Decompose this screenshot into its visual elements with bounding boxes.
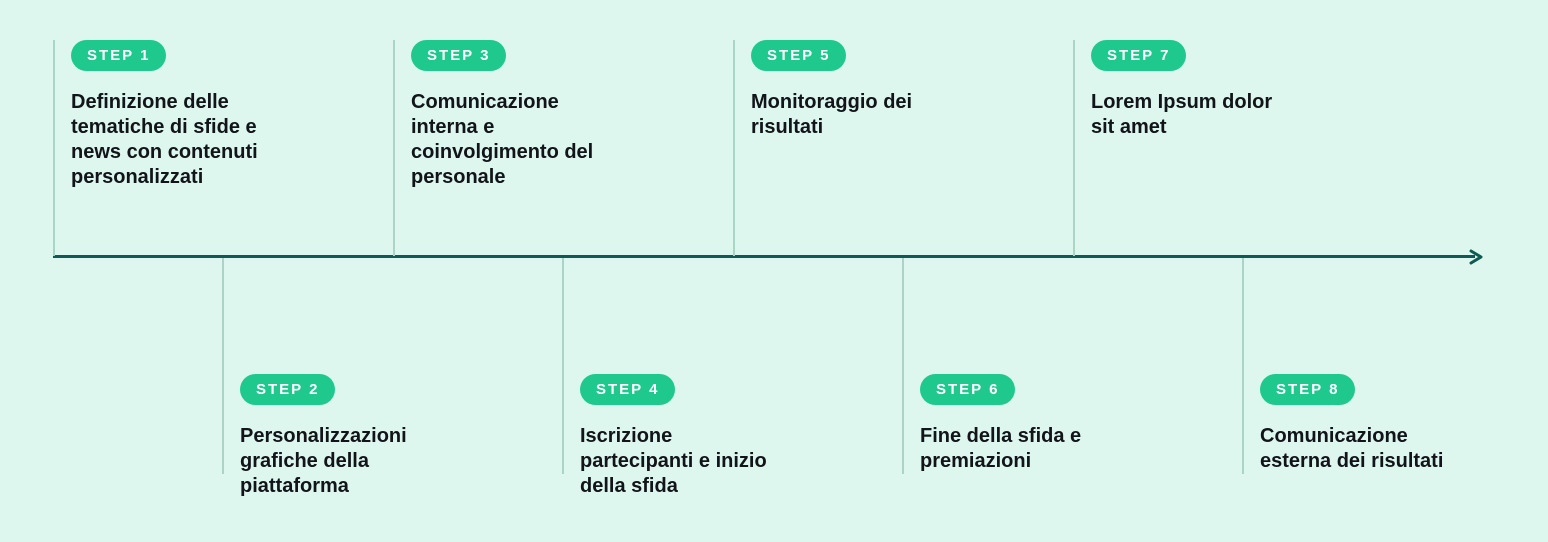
step-divider — [1242, 258, 1244, 474]
step-title: Personalizzazioni grafiche della piattaf… — [240, 425, 407, 497]
step-divider — [53, 40, 55, 256]
step-title: Comunicazione interna e coinvolgimento d… — [411, 91, 594, 188]
step-title: Monitoraggio dei risultati — [751, 91, 913, 138]
step-badge: STEP 8 — [1260, 374, 1356, 405]
step-title: Lorem Ipsum dolor sit amet — [1091, 91, 1273, 138]
step-badge: STEP 6 — [920, 374, 1016, 405]
step-divider — [902, 258, 904, 474]
step-badge: STEP 2 — [240, 374, 336, 405]
arrow-right-icon — [1469, 249, 1483, 265]
step-title: Comunicazione esterna dei risultati — [1260, 425, 1444, 472]
step-divider — [222, 258, 224, 474]
step-divider — [393, 40, 395, 256]
step-divider — [562, 258, 564, 474]
step-title: Fine della sfida e premiazioni — [920, 425, 1082, 472]
step-title: Iscrizione partecipanti e inizio della s… — [580, 425, 767, 497]
step-badge: STEP 5 — [751, 40, 847, 71]
step-badge: STEP 7 — [1091, 40, 1187, 71]
step-badge: STEP 1 — [71, 40, 167, 71]
step-badge: STEP 3 — [411, 40, 507, 71]
timeline-axis — [53, 255, 1475, 258]
step-divider — [733, 40, 735, 256]
step-divider — [1073, 40, 1075, 256]
step-title: Definizione delle tematiche di sfide e n… — [71, 91, 258, 188]
step-badge: STEP 4 — [580, 374, 676, 405]
